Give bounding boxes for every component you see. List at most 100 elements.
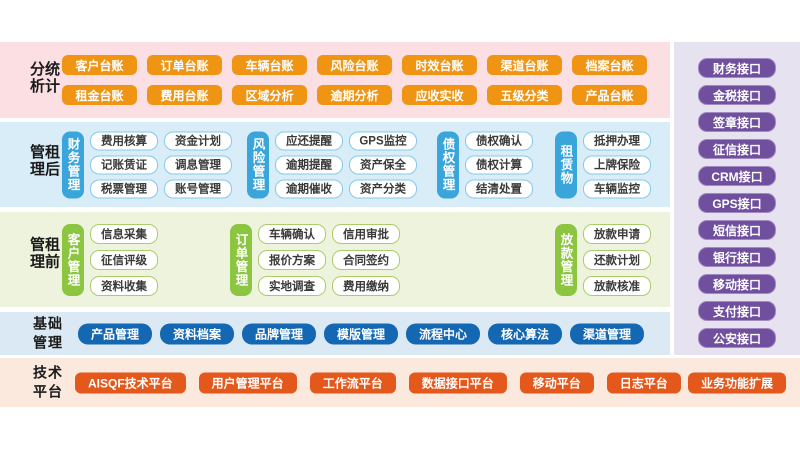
- statistics-module-box: 客户台账: [62, 55, 137, 75]
- interface-box: 短信接口: [698, 220, 776, 240]
- module-box: 实地调查: [258, 275, 326, 296]
- module-box: GPS监控: [349, 131, 417, 150]
- section-label-pre-lease: 租前管理: [28, 235, 60, 270]
- module-box: 还款计划: [583, 249, 651, 270]
- group-customer-management: 客户管理 信息采集征信评级资料收集: [62, 223, 158, 296]
- creditor-module-grid: 债权确认债权计算结清处置: [465, 131, 533, 198]
- statistics-module-box: 车辆台账: [232, 55, 307, 75]
- interface-box: GPS接口: [698, 193, 776, 213]
- group-loan-management: 放款管理 放款申请还款计划放款核准: [555, 223, 651, 296]
- group-creditor-management: 债权管理 债权确认债权计算结清处置: [437, 131, 533, 198]
- module-box: 调息管理: [164, 155, 232, 174]
- basic-module-box: 渠道管理: [570, 323, 644, 344]
- module-box: 记账赁证: [90, 155, 158, 174]
- module-box: 资金计划: [164, 131, 232, 150]
- module-box: 放款申请: [583, 223, 651, 244]
- platform-module-box: AISQF技术平台: [75, 372, 186, 393]
- statistics-module-box: 区域分析: [232, 85, 307, 105]
- module-box: 报价方案: [258, 249, 326, 270]
- module-box: 账号管理: [164, 179, 232, 198]
- basic-module-box: 流程中心: [406, 323, 480, 344]
- section-label-statistics: 统计分析: [28, 61, 60, 95]
- module-box: 应还提醒: [275, 131, 343, 150]
- platform-module-row: AISQF技术平台用户管理平台工作流平台数据接口平台移动平台日志平台: [75, 372, 681, 393]
- group-chip-customer: 客户管理: [62, 223, 84, 296]
- module-box: 车辆确认: [258, 223, 326, 244]
- statistics-module-box: 应收实收: [402, 85, 477, 105]
- module-box: 逾期催收: [275, 179, 343, 198]
- module-box: 上牌保险: [583, 155, 651, 174]
- platform-module-box: 数据接口平台: [408, 372, 507, 393]
- group-order-management: 订单管理 车辆确认信用审批报价方案合同签约实地调查费用缴纳: [230, 223, 400, 296]
- business-extension-box: 业务功能扩展: [688, 372, 787, 393]
- module-box: 债权计算: [465, 155, 533, 174]
- statistics-module-box: 五级分类: [487, 85, 562, 105]
- module-box: 信息采集: [90, 223, 158, 244]
- order-module-grid: 车辆确认信用审批报价方案合同签约实地调查费用缴纳: [258, 223, 400, 296]
- interface-box: CRM接口: [698, 166, 776, 186]
- module-box: 结清处置: [465, 179, 533, 198]
- module-box: 车辆监控: [583, 179, 651, 198]
- interface-box: 签章接口: [698, 112, 776, 132]
- loan-module-grid: 放款申请还款计划放款核准: [583, 223, 651, 296]
- module-box: 债权确认: [465, 131, 533, 150]
- interface-box: 公安接口: [698, 328, 776, 348]
- basic-module-box: 核心算法: [488, 323, 562, 344]
- interface-box: 金税接口: [698, 85, 776, 105]
- basic-module-box: 模版管理: [324, 323, 398, 344]
- leased-asset-module-grid: 抵押办理上牌保险车辆监控: [583, 131, 651, 198]
- customer-module-grid: 信息采集征信评级资料收集: [90, 223, 158, 296]
- statistics-module-box: 订单台账: [147, 55, 222, 75]
- module-box: 合同签约: [332, 249, 400, 270]
- platform-module-box: 移动平台: [519, 372, 594, 393]
- basic-module-box: 产品管理: [78, 323, 152, 344]
- module-box: 资料收集: [90, 275, 158, 296]
- module-box: 放款核准: [583, 275, 651, 296]
- finance-module-grid: 费用核算资金计划记账赁证调息管理税票管理账号管理: [90, 131, 232, 198]
- group-finance-management: 财务管理 费用核算资金计划记账赁证调息管理税票管理账号管理: [62, 131, 232, 198]
- interface-box: 支付接口: [698, 301, 776, 321]
- group-chip-risk: 风险管理: [247, 131, 269, 198]
- platform-module-box: 日志平台: [606, 372, 681, 393]
- group-chip-order: 订单管理: [230, 223, 252, 296]
- statistics-module-box: 时效台账: [402, 55, 477, 75]
- basic-module-row: 产品管理资料档案品牌管理模版管理流程中心核心算法渠道管理: [78, 323, 644, 344]
- group-chip-creditor: 债权管理: [437, 131, 459, 198]
- interface-box: 银行接口: [698, 247, 776, 267]
- module-box: 逾期提醒: [275, 155, 343, 174]
- section-post-lease-management: 租后管理 财务管理 费用核算资金计划记账赁证调息管理税票管理账号管理 风险管理 …: [0, 122, 670, 207]
- module-box: 征信评级: [90, 249, 158, 270]
- section-label-basic: 基础管理: [33, 314, 63, 351]
- basic-module-box: 资料档案: [160, 323, 234, 344]
- module-box: 资产保全: [349, 155, 417, 174]
- platform-module-box: 用户管理平台: [198, 372, 297, 393]
- module-box: 费用缴纳: [332, 275, 400, 296]
- risk-module-grid: 应还提醒 GPS监控逾期提醒资产保全逾期催收资产分类: [275, 131, 417, 198]
- statistics-module-box: 档案台账: [572, 55, 647, 75]
- statistics-module-box: 风险台账: [317, 55, 392, 75]
- interface-box: 移动接口: [698, 274, 776, 294]
- module-box: 资产分类: [349, 179, 417, 198]
- interface-box: 征信接口: [698, 139, 776, 159]
- group-risk-management: 风险管理 应还提醒 GPS监控逾期提醒资产保全逾期催收资产分类: [247, 131, 417, 198]
- basic-module-box: 品牌管理: [242, 323, 316, 344]
- module-box: 费用核算: [90, 131, 158, 150]
- statistics-module-box: 费用台账: [147, 85, 222, 105]
- group-chip-finance: 财务管理: [62, 131, 84, 198]
- module-box: 抵押办理: [583, 131, 651, 150]
- section-technology-platform: 技术平台 AISQF技术平台用户管理平台工作流平台数据接口平台移动平台日志平台 …: [0, 358, 800, 407]
- statistics-module-box: 逾期分析: [317, 85, 392, 105]
- section-label-platform: 技术平台: [33, 363, 63, 400]
- module-box: 税票管理: [90, 179, 158, 198]
- interface-column: 财务接口金税接口签章接口征信接口 CRM接口 GPS接口短信接口银行接口移动接口支付…: [674, 42, 800, 355]
- interface-box: 财务接口: [698, 58, 776, 78]
- statistics-module-box: 租金台账: [62, 85, 137, 105]
- section-label-post-lease: 租后管理: [28, 143, 60, 178]
- statistics-module-box: 渠道台账: [487, 55, 562, 75]
- section-basic-management: 基础管理 产品管理资料档案品牌管理模版管理流程中心核心算法渠道管理: [0, 312, 670, 355]
- group-leased-asset: 租赁物 抵押办理上牌保险车辆监控: [555, 131, 651, 198]
- statistics-module-grid: 客户台账订单台账车辆台账风险台账时效台账渠道台账档案台账租金台账费用台账区域分析…: [62, 55, 647, 105]
- section-statistics-analysis: 统计分析 客户台账订单台账车辆台账风险台账时效台账渠道台账档案台账租金台账费用台…: [0, 42, 670, 118]
- group-chip-leased-asset: 租赁物: [555, 131, 577, 198]
